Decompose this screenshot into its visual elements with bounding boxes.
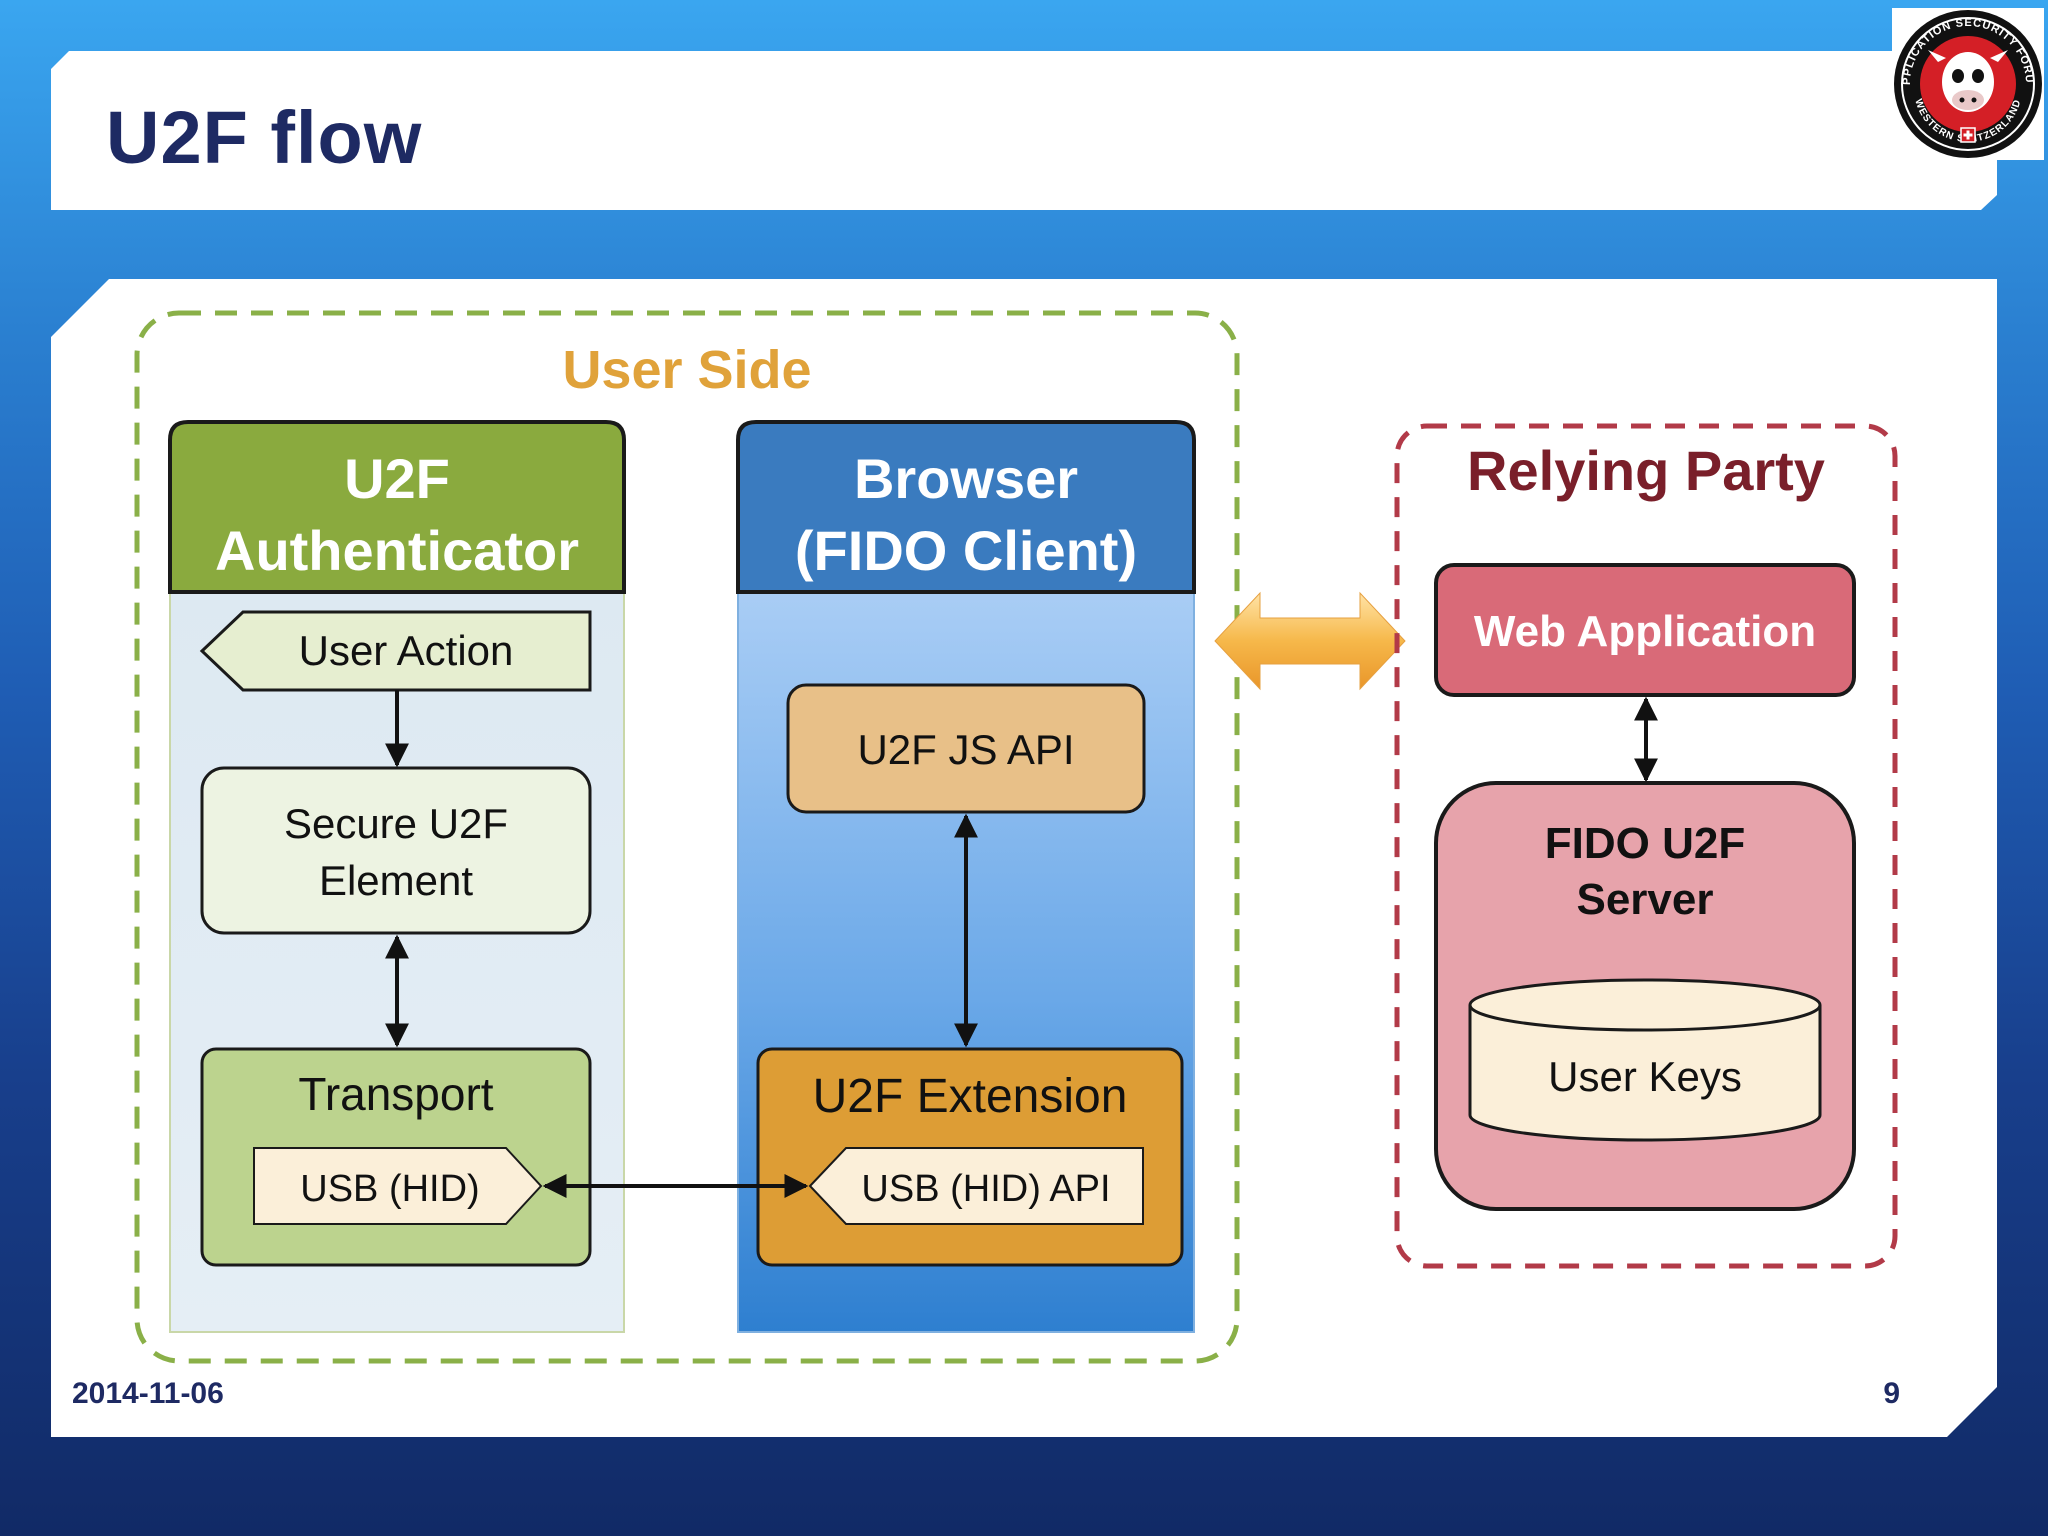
slide-date: 2014-11-06 bbox=[72, 1377, 224, 1410]
slide-title: U2F flow bbox=[106, 96, 423, 179]
relying-party-container bbox=[1394, 423, 1898, 1269]
secure-element-line2: Element bbox=[319, 857, 473, 904]
secure-element-line1: Secure U2F bbox=[284, 800, 508, 847]
usb-hid-api-label: USB (HID) API bbox=[861, 1168, 1110, 1210]
secure-element-box bbox=[200, 766, 592, 935]
transport-label: Transport bbox=[298, 1068, 493, 1120]
forum-logo: APPLICATION SECURITY FORUM WESTERN SWITZ… bbox=[1888, 4, 2044, 160]
user-action-box bbox=[199, 610, 592, 692]
user-side-container bbox=[134, 310, 1240, 1364]
page-number: 9 bbox=[1883, 1377, 1900, 1410]
user-keys-database-icon bbox=[1468, 978, 1822, 1142]
browser-title-line1: Browser bbox=[854, 447, 1078, 510]
authenticator-title-line2: Authenticator bbox=[215, 519, 579, 582]
web-application-box bbox=[1434, 563, 1856, 697]
browser-title-line2: (FIDO Client) bbox=[795, 519, 1137, 582]
usb-hid-api-box bbox=[808, 1147, 1144, 1225]
usb-hid-box bbox=[253, 1147, 543, 1225]
js-api-box bbox=[786, 683, 1146, 814]
browser-header bbox=[736, 420, 1196, 594]
authenticator-header bbox=[168, 420, 626, 594]
fido-server-line2: Server bbox=[1576, 875, 1713, 924]
fido-server-line1: FIDO U2F bbox=[1545, 819, 1745, 868]
user-keys-label: User Keys bbox=[1548, 1053, 1742, 1100]
js-api-label: U2F JS API bbox=[857, 726, 1074, 773]
authenticator-title-line1: U2F bbox=[344, 447, 450, 510]
extension-label: U2F Extension bbox=[813, 1070, 1128, 1123]
title-panel bbox=[51, 51, 1997, 210]
relying-party-label: Relying Party bbox=[1467, 439, 1825, 502]
cow-head-icon bbox=[1928, 50, 2008, 112]
double-arrow-icon bbox=[1214, 591, 1406, 691]
user-action-label: User Action bbox=[299, 627, 514, 674]
user-side-label: User Side bbox=[562, 340, 811, 400]
swiss-cross-icon bbox=[1960, 127, 1976, 143]
web-application-label: Web Application bbox=[1474, 607, 1816, 656]
usb-hid-label: USB (HID) bbox=[300, 1168, 479, 1210]
